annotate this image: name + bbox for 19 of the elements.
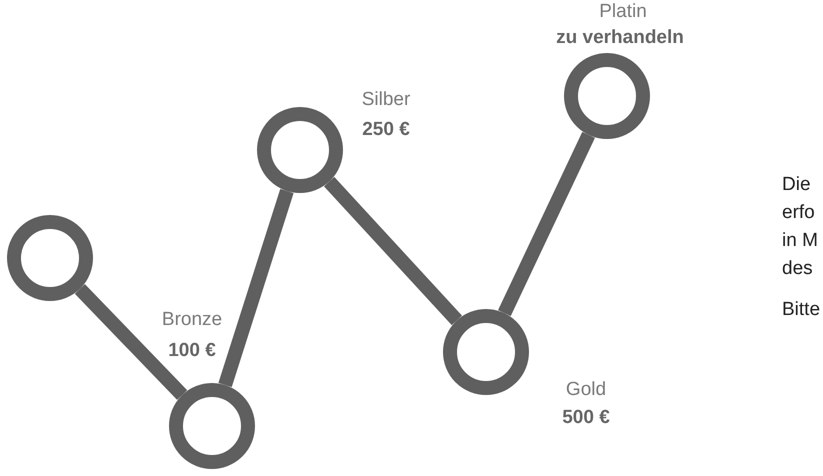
ring-node	[443, 309, 529, 395]
note-text: Bitte	[782, 298, 822, 322]
connector-line	[498, 132, 595, 316]
tier-label: Bronze	[162, 308, 222, 332]
price-label: 100 €	[168, 339, 216, 363]
connector-line	[218, 188, 294, 388]
tier-label: Silber	[362, 88, 410, 112]
note-text: Die erfo in M des	[782, 173, 819, 281]
price-label: 500 €	[562, 406, 610, 430]
tier-label: Gold	[566, 378, 606, 402]
tier-label: Platin	[599, 0, 647, 24]
ring-node	[257, 107, 343, 193]
ring-node	[7, 215, 93, 301]
price-label: 250 €	[362, 118, 410, 142]
connector-line	[324, 176, 462, 326]
price-label: zu verhandeln	[556, 26, 684, 50]
connector-line	[74, 284, 188, 400]
ring-node	[564, 53, 650, 139]
ring-node	[169, 383, 255, 469]
